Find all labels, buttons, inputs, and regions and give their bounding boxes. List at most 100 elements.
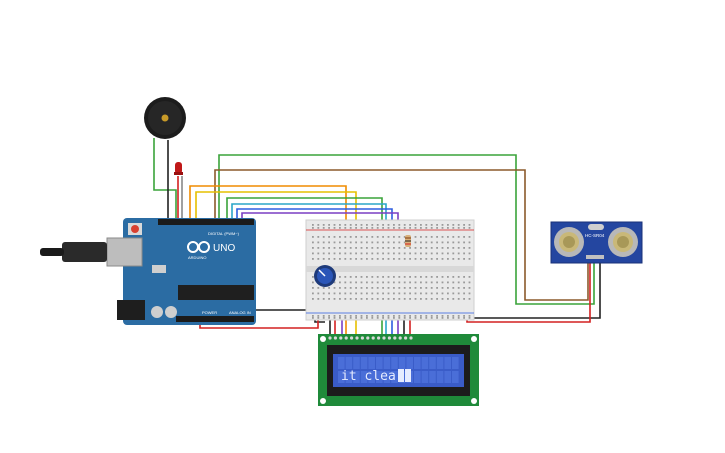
- breadboard-hole: [328, 315, 330, 317]
- breadboard-hole: [436, 281, 438, 284]
- lcd-pin: [339, 336, 343, 340]
- breadboard-hole: [393, 227, 395, 229]
- breadboard-hole: [333, 227, 336, 229]
- breadboard-hole: [409, 258, 411, 260]
- breadboard-hole: [312, 276, 314, 278]
- lcd-pin: [355, 336, 359, 340]
- lcd-pin: [377, 336, 381, 340]
- breadboard-hole: [382, 317, 384, 319]
- breadboard-hole: [355, 252, 357, 255]
- resistor[interactable]: [405, 235, 411, 247]
- breadboard-hole: [457, 252, 460, 255]
- breadboard-hole: [322, 224, 325, 226]
- breadboard-hole: [441, 252, 444, 255]
- breadboard-hole: [393, 236, 395, 238]
- breadboard-hole: [387, 315, 390, 317]
- breadboard-hole: [425, 292, 428, 295]
- breadboard-hole: [403, 227, 406, 229]
- breadboard-hole: [457, 241, 460, 244]
- breadboard-hole: [441, 227, 444, 229]
- breadboard-hole: [382, 281, 384, 284]
- ultrasonic-sensor[interactable]: HC-SR04: [550, 221, 643, 264]
- lcd-character-cell: [436, 371, 444, 383]
- lcd-pin: [404, 336, 408, 340]
- breadboard-hole: [382, 247, 384, 249]
- breadboard-hole: [349, 236, 352, 238]
- breadboard-hole: [328, 298, 330, 300]
- breadboard-hole: [387, 292, 390, 295]
- breadboard-hole: [457, 258, 460, 260]
- breadboard-hole: [398, 292, 401, 295]
- lcd-character-cell: [345, 371, 353, 383]
- breadboard-hole: [328, 317, 330, 319]
- breadboard-hole: [414, 241, 417, 244]
- breadboard-hole: [436, 224, 438, 226]
- breadboard-hole: [322, 287, 325, 289]
- breadboard-hole: [409, 292, 411, 295]
- power-jack: [117, 300, 145, 320]
- breadboard-hole: [387, 236, 390, 238]
- lcd-character-cell: [452, 357, 459, 369]
- red-led[interactable]: [174, 162, 183, 175]
- breadboard-hole: [349, 224, 352, 226]
- breadboard-hole: [339, 247, 341, 249]
- breadboard-hole: [328, 224, 330, 226]
- breadboard-hole: [355, 224, 357, 226]
- potentiometer-knob[interactable]: [314, 265, 336, 287]
- breadboard-hole: [452, 247, 455, 249]
- breadboard-hole: [349, 258, 352, 260]
- breadboard-hole: [328, 252, 330, 255]
- analog-label: ANALOG IN: [229, 310, 251, 315]
- breadboard-hole: [387, 241, 390, 244]
- breadboard-hole: [355, 287, 357, 289]
- breadboard-hole: [409, 247, 411, 249]
- breadboard-hole: [414, 227, 417, 229]
- breadboard-hole: [436, 276, 438, 278]
- breadboard-hole: [328, 227, 330, 229]
- breadboard-hole: [463, 258, 465, 260]
- arduino-model-text: UNO: [213, 243, 235, 254]
- lcd-pin: [387, 336, 391, 340]
- breadboard-hole: [463, 247, 465, 249]
- breadboard-hole: [376, 227, 379, 229]
- breadboard-hole: [425, 258, 428, 260]
- breadboard-hole: [339, 227, 341, 229]
- breadboard-hole: [349, 281, 352, 284]
- breadboard-hole: [393, 292, 395, 295]
- breadboard-hole: [441, 241, 444, 244]
- breadboard-hole: [360, 252, 363, 255]
- breadboard-hole: [452, 241, 455, 244]
- breadboard-hole: [371, 317, 374, 319]
- breadboard-hole: [333, 224, 336, 226]
- lcd-character-cell: [452, 371, 459, 383]
- piezo-buzzer[interactable]: [144, 97, 186, 139]
- breadboard-hole: [317, 298, 320, 300]
- usb-port: [106, 237, 143, 267]
- lcd-character-cell: [376, 371, 383, 383]
- breadboard-hole: [382, 224, 384, 226]
- breadboard-hole: [414, 252, 417, 255]
- breadboard-hole: [344, 224, 347, 226]
- breadboard-hole: [420, 252, 422, 255]
- breadboard-hole: [312, 258, 314, 260]
- power-label: POWER: [202, 310, 217, 315]
- breadboard-hole: [376, 224, 379, 226]
- breadboard-hole: [371, 252, 374, 255]
- breadboard-hole: [339, 224, 341, 226]
- breadboard-hole: [355, 317, 357, 319]
- breadboard-hole: [414, 298, 417, 300]
- breadboard-hole: [366, 281, 368, 284]
- breadboard-hole: [452, 298, 455, 300]
- breadboard-hole: [339, 315, 341, 317]
- breadboard-hole: [409, 227, 411, 229]
- breadboard-hole: [333, 281, 336, 284]
- breadboard-hole: [366, 315, 368, 317]
- breadboard-hole: [387, 276, 390, 278]
- arduino-uno-board[interactable]: UNO ARDUINO DIGITAL (PWM~) POWER ANALOG …: [40, 218, 256, 325]
- breadboard-hole: [430, 236, 433, 238]
- breadboard-hole: [447, 227, 449, 229]
- breadboard-hole: [339, 287, 341, 289]
- breadboard-hole: [463, 276, 465, 278]
- lcd-16x2[interactable]: it clear: [318, 334, 479, 406]
- lcd-character-cell: [383, 371, 391, 383]
